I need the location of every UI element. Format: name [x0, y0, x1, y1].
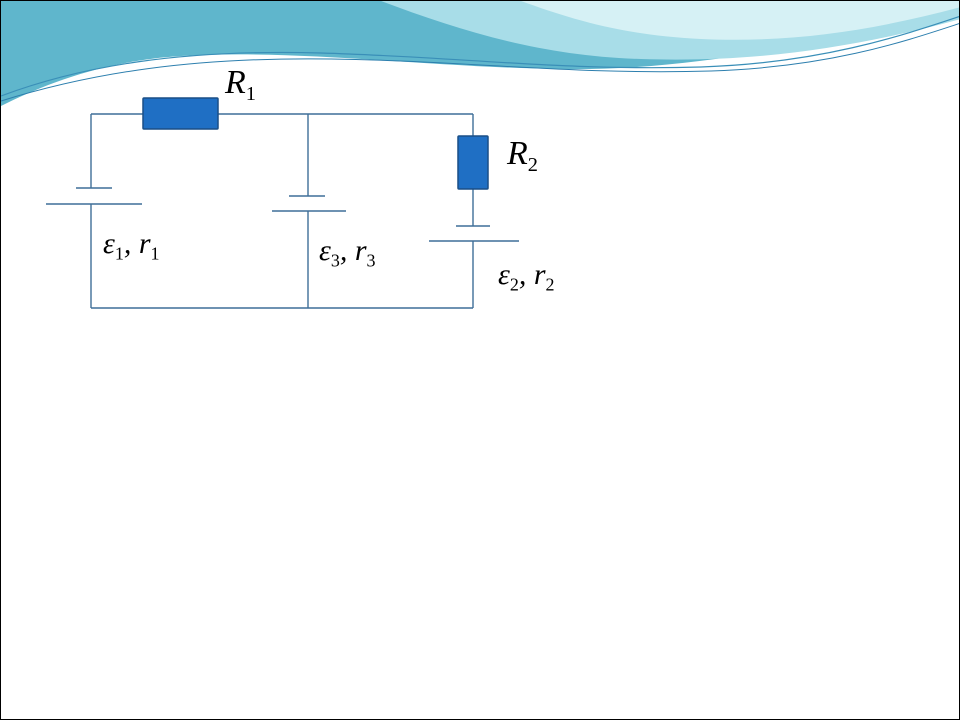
resistor-r2: [457, 135, 489, 190]
header-wave-decoration: [1, 1, 959, 106]
resistor-r1: [142, 97, 219, 130]
battery-2-symbol: [429, 225, 519, 242]
label-source-1: ε1, r1: [103, 227, 160, 264]
label-source-3: ε3, r3: [319, 234, 376, 271]
circuit-wires: [90, 113, 474, 309]
label-source-2: ε2, r2: [498, 258, 555, 295]
label-r2: R2: [507, 135, 538, 177]
battery-1-symbol: [46, 187, 142, 205]
label-r1: R1: [225, 64, 256, 106]
battery-3-symbol: [272, 195, 346, 212]
